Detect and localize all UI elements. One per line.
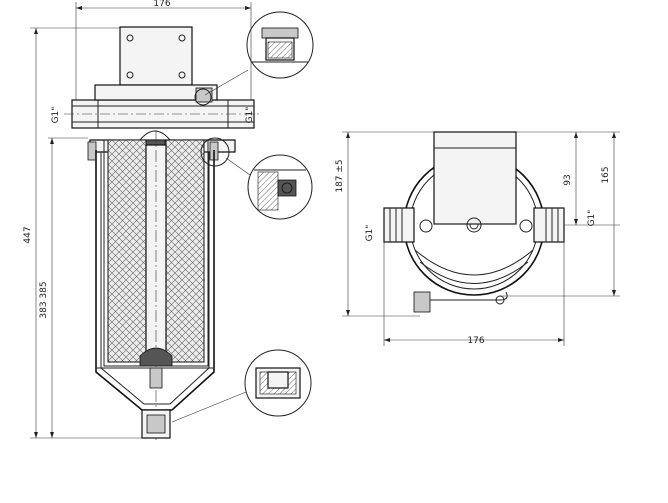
dim-bottom-width: 176 [467, 336, 484, 346]
thread-right-top: G1" [587, 210, 597, 227]
detail-callout-top [194, 11, 314, 106]
dim-inlet-height: 93 [563, 174, 573, 185]
front-view: 176 G1" G1" [23, 0, 314, 440]
dim-top-view-right: 165 [601, 166, 611, 183]
detail-callout-middle [200, 137, 313, 220]
dim-top-width-label: 176 [153, 0, 170, 9]
thread-left-top: G1" [365, 225, 375, 242]
pipe-header: G1" G1" [51, 84, 262, 129]
thread-left-upper: G1" [51, 107, 61, 124]
dim-cartridge-heights: 383 385 [39, 281, 49, 318]
dim-heights: 447 383 385 [23, 27, 142, 439]
top-view: 187 ±5 93 165 G1" G1" [335, 131, 620, 346]
drain-plug [141, 409, 171, 439]
filter-cartridge [103, 130, 209, 440]
thread-right-upper: G1" [245, 107, 255, 124]
detail-callout-bottom [171, 349, 312, 423]
dim-top-width: 176 [75, 0, 252, 100]
dim-overall-height: 447 [23, 226, 33, 243]
dim-top-view-height: 187 ±5 [335, 159, 345, 192]
